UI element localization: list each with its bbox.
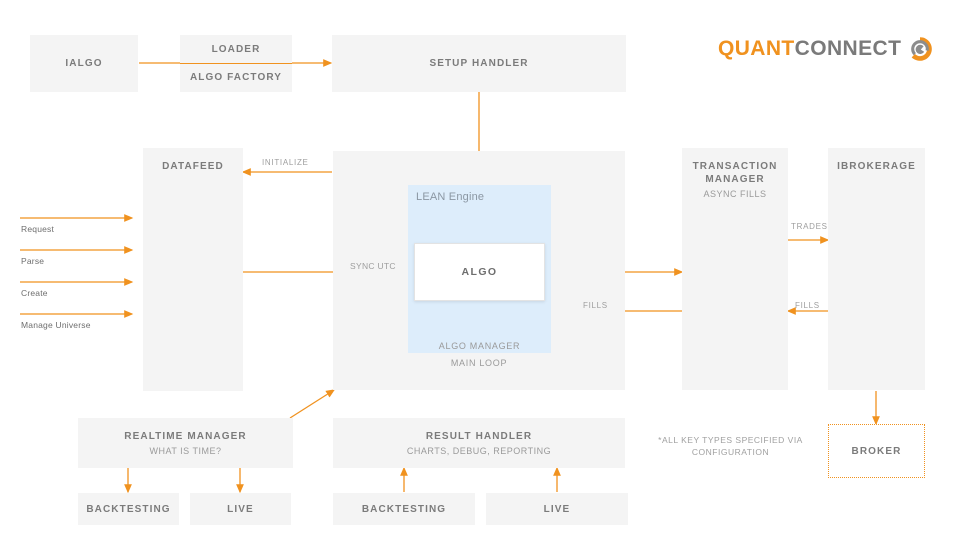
note-key-types: *ALL KEY TYPES SPECIFIED VIA CONFIGURATI… (658, 435, 803, 457)
edge-label-fills-left: FILLS (583, 301, 608, 310)
box-result-live-title: LIVE (543, 503, 571, 515)
box-setup-handler[interactable]: SETUP HANDLER (332, 35, 626, 92)
quantconnect-circle-icon (906, 35, 934, 63)
box-algo-factory-title: ALGO FACTORY (189, 72, 283, 83)
box-broker[interactable]: BROKER (828, 424, 925, 478)
box-transaction-manager-subtitle: ASYNC FILLS (703, 189, 767, 199)
edge-label-sync-utc: SYNC UTC (350, 261, 396, 271)
box-realtime-live-title: LIVE (227, 503, 254, 515)
box-algo[interactable]: ALGO (414, 243, 545, 301)
box-ibrokerage-title: IBROKERAGE (837, 161, 916, 172)
edge-label-trades: TRADES (791, 222, 828, 231)
box-broker-title: BROKER (851, 445, 902, 457)
box-result-live[interactable]: LIVE (486, 493, 628, 525)
box-main-loop-title: MAIN LOOP (450, 358, 508, 368)
box-ialgo[interactable]: IALGO (30, 35, 138, 92)
box-transaction-manager[interactable]: TRANSACTION MANAGER ASYNC FILLS (682, 148, 788, 390)
edge-label-initialize: INITIALIZE (262, 158, 309, 167)
box-loader-title: LOADER (211, 44, 261, 55)
box-transaction-manager-title: TRANSACTION MANAGER (692, 161, 778, 185)
box-result-backtesting-title: BACKTESTING (361, 503, 447, 515)
quantconnect-logo: QUANTCONNECT (718, 34, 934, 64)
box-realtime-backtesting[interactable]: BACKTESTING (78, 493, 179, 525)
box-result-handler[interactable]: RESULT HANDLER CHARTS, DEBUG, REPORTING (333, 418, 625, 468)
flow-label-request: Request (21, 224, 55, 234)
box-ibrokerage[interactable]: IBROKERAGE (828, 148, 925, 390)
box-realtime-live[interactable]: LIVE (190, 493, 291, 525)
flow-label-create: Create (21, 288, 48, 298)
box-realtime-backtesting-title: BACKTESTING (86, 503, 171, 515)
box-setup-handler-title: SETUP HANDLER (429, 58, 529, 69)
box-ialgo-title: IALGO (65, 58, 103, 69)
panel-lean-engine-title: LEAN Engine (416, 191, 485, 203)
flow-label-manage-universe: Manage Universe (21, 320, 91, 330)
algo-manager-label: ALGO MANAGER (438, 341, 521, 351)
box-realtime-manager[interactable]: REALTIME MANAGER WHAT IS TIME? (78, 418, 293, 468)
box-algo-title: ALGO (461, 265, 498, 278)
loader-factory-divider (180, 63, 292, 64)
box-datafeed-title: DATAFEED (162, 161, 224, 172)
box-realtime-manager-subtitle: WHAT IS TIME? (149, 445, 222, 456)
box-realtime-manager-title: REALTIME MANAGER (124, 430, 247, 442)
logo-text-connect: CONNECT (794, 37, 902, 60)
logo-text-quant: QUANT (718, 37, 795, 60)
flow-label-parse: Parse (21, 256, 45, 266)
box-result-backtesting[interactable]: BACKTESTING (333, 493, 475, 525)
box-datafeed[interactable]: DATAFEED (143, 148, 243, 391)
edge-label-fills-right: FILLS (795, 301, 820, 310)
box-result-handler-subtitle: CHARTS, DEBUG, REPORTING (406, 445, 552, 456)
box-result-handler-title: RESULT HANDLER (425, 430, 533, 442)
